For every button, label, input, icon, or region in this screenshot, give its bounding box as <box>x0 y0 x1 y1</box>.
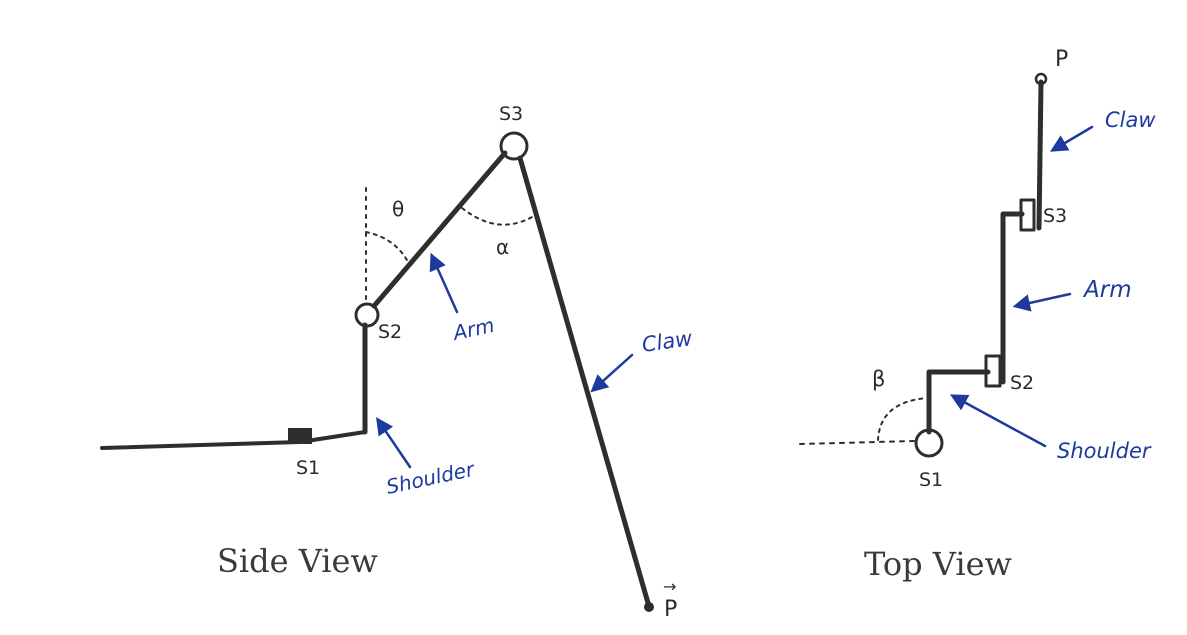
side-servo-s3 <box>499 131 529 161</box>
side-alpha-label: α <box>496 235 509 259</box>
side-p-arrow-label: → <box>663 577 676 596</box>
side-servo-s2 <box>354 302 380 328</box>
top-view: P S3 S2 S1 β Claw Arm Shoulder Top View <box>799 47 1156 583</box>
side-arm-link <box>371 150 508 309</box>
top-shoulder-pointer <box>949 394 1047 448</box>
side-claw-pointer <box>590 353 634 393</box>
top-s1-label: S1 <box>919 469 943 491</box>
top-s3-label: S3 <box>1043 205 1067 227</box>
side-shoulder-label: Shoulder <box>384 457 478 499</box>
side-view: θ α S3 S2 S1 → P Arm Claw Shoulder Side … <box>100 103 695 622</box>
top-claw-pointer <box>1049 125 1094 152</box>
side-s3-label: S3 <box>499 103 523 125</box>
side-servo-s1 <box>288 428 312 444</box>
top-view-caption: Top View <box>864 545 1012 583</box>
side-claw-link <box>517 155 651 606</box>
side-base-link <box>100 430 367 450</box>
top-claw-link <box>1036 79 1044 231</box>
side-theta-arc <box>365 231 409 263</box>
side-arm-pointer <box>429 252 459 314</box>
top-claw-label: Claw <box>1105 108 1156 132</box>
side-p-label: P <box>664 597 677 622</box>
top-shoulder-label: Shoulder <box>1057 439 1152 463</box>
top-arm-label: Arm <box>1082 277 1132 303</box>
top-servo-s3 <box>1019 198 1036 232</box>
top-p-label: P <box>1055 47 1068 72</box>
side-point-p-dot <box>644 602 654 612</box>
top-s2-label: S2 <box>1010 372 1034 394</box>
top-arm-pointer <box>1012 292 1072 312</box>
top-beta-reference-line <box>799 440 916 445</box>
top-shoulder-link <box>926 369 991 435</box>
side-shoulder-pointer <box>376 417 412 469</box>
top-point-p-dot <box>1034 72 1048 86</box>
side-s1-label: S1 <box>296 457 320 479</box>
side-theta-label: θ <box>392 197 404 221</box>
side-alpha-arc <box>461 207 538 226</box>
top-beta-arc <box>877 397 928 441</box>
side-arm-label: Arm <box>449 313 496 345</box>
top-servo-s2 <box>984 354 1002 388</box>
top-beta-label: β <box>872 367 885 391</box>
side-view-caption: Side View <box>217 542 378 580</box>
top-arm-link <box>1000 211 1025 385</box>
side-s2-label: S2 <box>378 321 402 343</box>
side-claw-label: Claw <box>640 326 694 357</box>
